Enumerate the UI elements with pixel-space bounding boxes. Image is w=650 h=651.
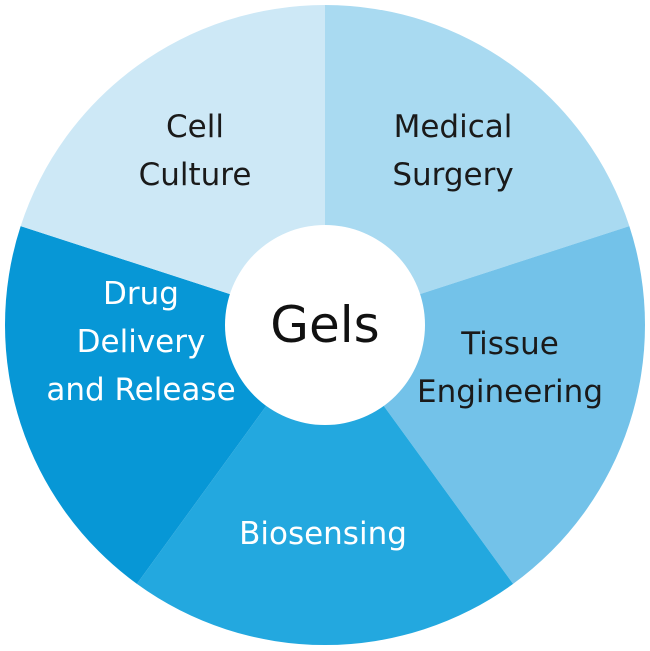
segment-label-line: Cell	[166, 109, 224, 145]
segment-label-line: Biosensing	[239, 516, 407, 552]
segment-medical-surgery	[325, 5, 630, 325]
segment-biosensing	[136, 325, 514, 646]
center-hub	[225, 225, 425, 425]
segment-label-line: Drug	[103, 276, 179, 312]
segment-label-line: Engineering	[417, 374, 603, 410]
segment-label-line: and Release	[46, 372, 235, 408]
segment-cell-culture	[20, 5, 325, 325]
center-label: Gels	[270, 296, 379, 354]
segment-label-2: Biosensing	[239, 516, 407, 552]
segment-label-line: Delivery	[77, 324, 206, 360]
segment-label-line: Tissue	[460, 326, 559, 362]
segment-label-line: Surgery	[392, 157, 513, 193]
segment-label-line: Culture	[139, 157, 252, 193]
segment-label-line: Medical	[394, 109, 513, 145]
